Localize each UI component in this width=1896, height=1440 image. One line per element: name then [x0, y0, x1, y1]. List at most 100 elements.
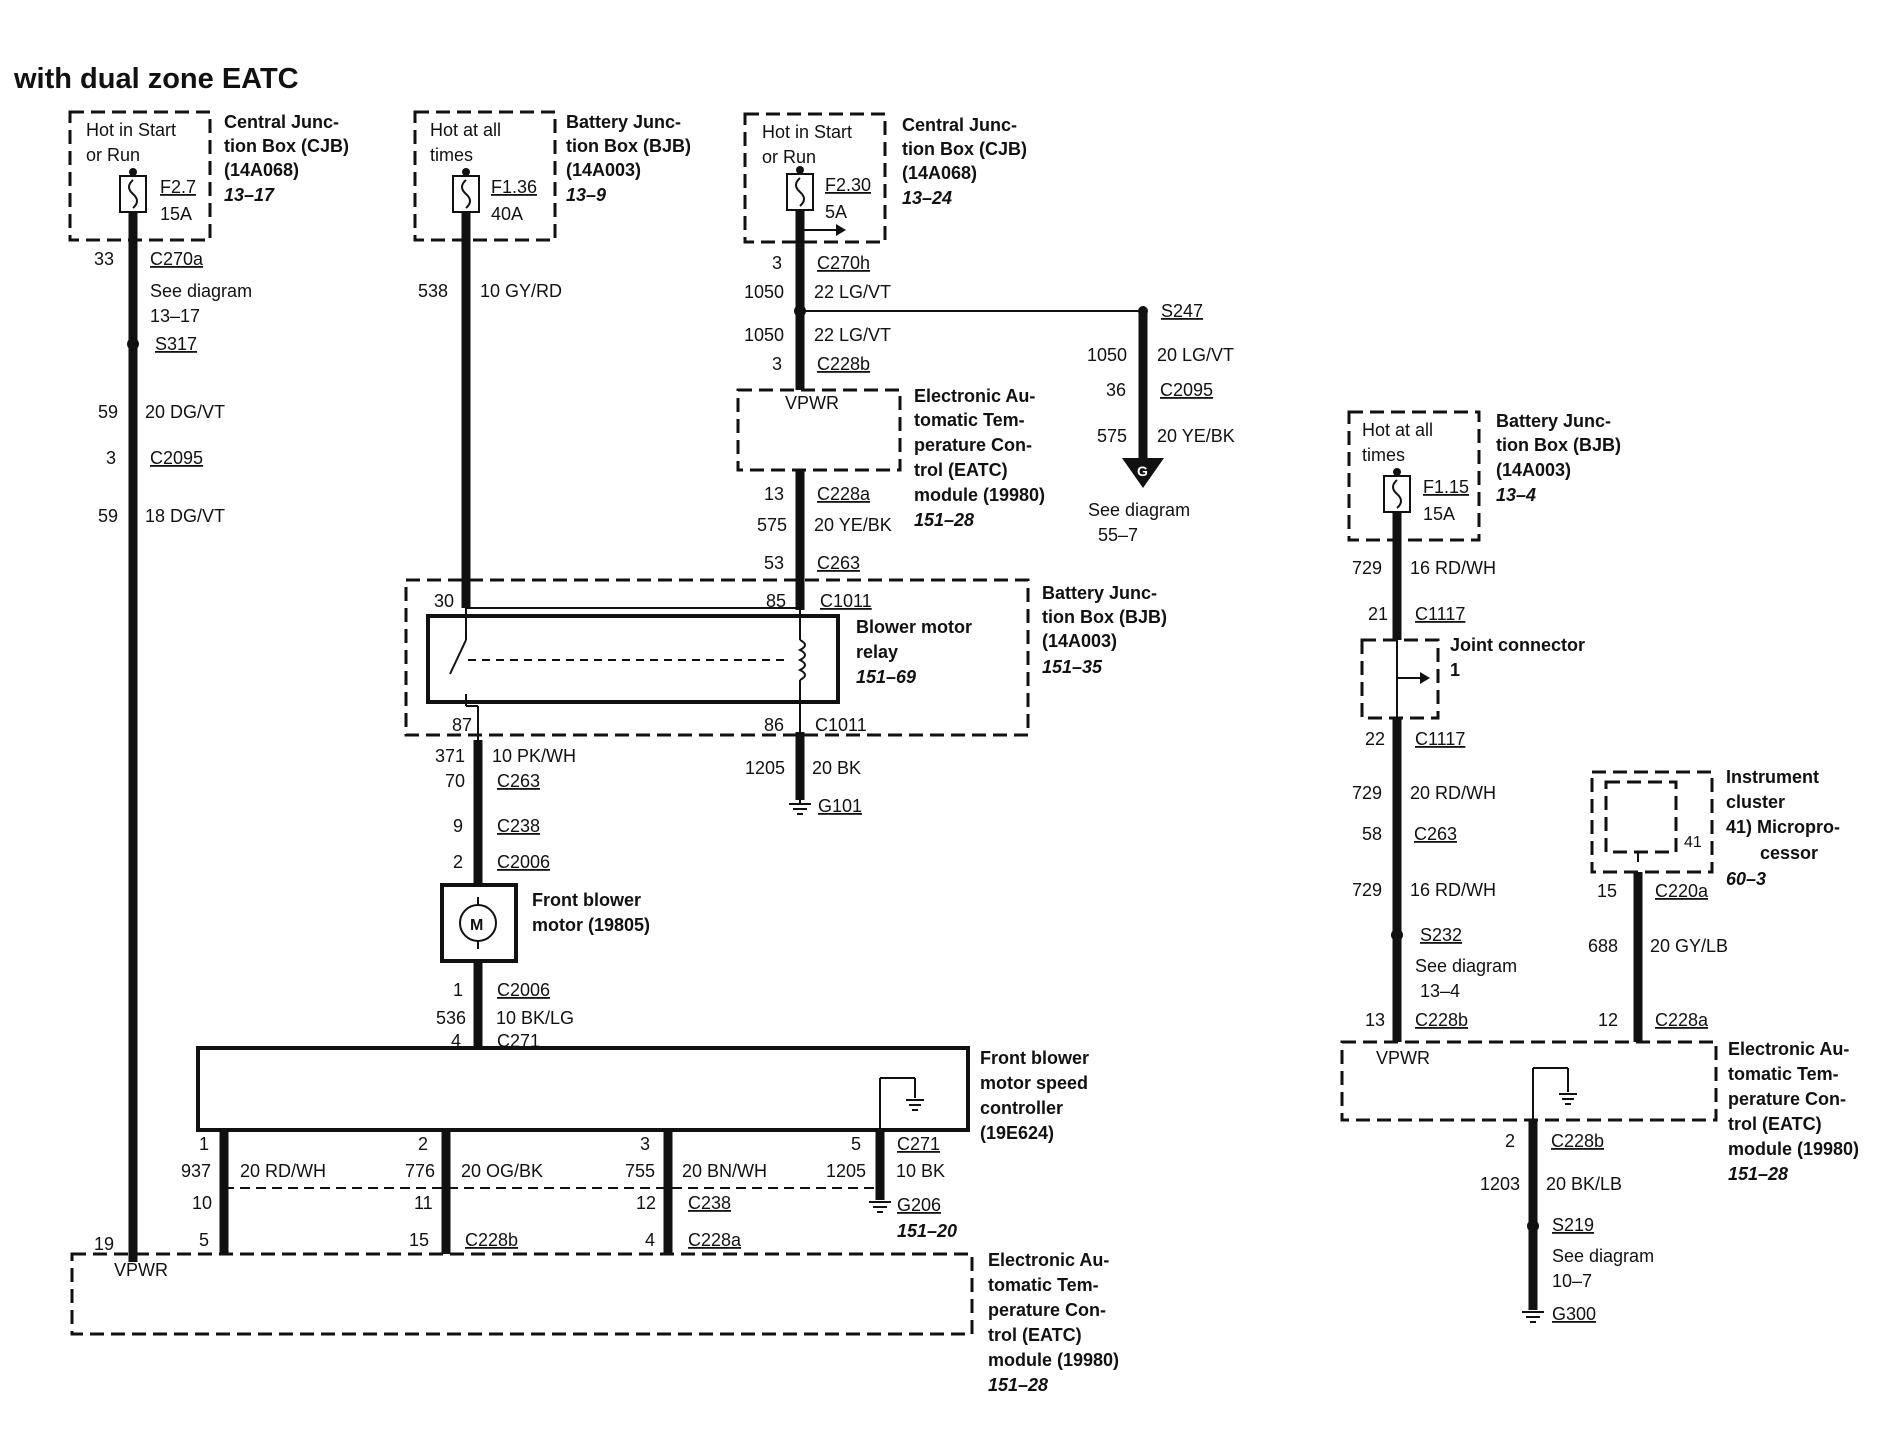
circuit-number: 937	[181, 1161, 211, 1181]
bjb-name: tion Box (BJB)	[1042, 607, 1167, 627]
wire-color: 20 RD/WH	[240, 1161, 326, 1181]
circuit-number: 59	[98, 402, 118, 422]
pin-number: 4	[645, 1230, 655, 1250]
wire-color: 16 RD/WH	[1410, 880, 1496, 900]
wire-color: 10 BK	[896, 1161, 945, 1181]
circuit-number: 59	[98, 506, 118, 526]
fuse-box-name: (14A003)	[1496, 460, 1571, 480]
connector-c1117: C1117	[1415, 604, 1465, 624]
module-name: Electronic Au-	[988, 1250, 1109, 1270]
bjb-box-outline	[1347, 410, 1481, 542]
module-name: trol (EATC)	[988, 1325, 1082, 1345]
power-condition: Hot at all	[1362, 420, 1433, 440]
wire-color: 20 LG/VT	[1157, 345, 1234, 365]
relay-coil-icon	[797, 639, 806, 681]
cjb-box-outline	[68, 110, 212, 242]
controller-name: (19E624)	[980, 1123, 1054, 1143]
pin-number: 1	[199, 1134, 209, 1154]
circuit-number: 729	[1352, 783, 1382, 803]
arrow-label: G	[1137, 463, 1148, 479]
blower-relay-group: 30 85 C1011 87 86 C1011 Blower motor rel…	[404, 578, 1167, 740]
module-name: Electronic Au-	[914, 386, 1035, 406]
pin-number: 3	[772, 253, 782, 273]
fuse-box-name: (14A003)	[566, 160, 641, 180]
module-name: module (19980)	[914, 485, 1045, 505]
pin-number: 10	[192, 1193, 212, 1213]
module-name: tomatic Tem-	[914, 410, 1025, 430]
module-name: trol (EATC)	[914, 460, 1008, 480]
pin-number: 5	[851, 1134, 861, 1154]
arrow-icon	[836, 224, 846, 236]
left-circuit-labels: 33 C270a See diagram 13–17 S317 59 20 DG…	[94, 249, 252, 1254]
fuse-f1-36-group: Hot at all times F1.36 40A Battery Junc-…	[413, 110, 691, 242]
ground-g206-group: G206 151–20	[869, 1195, 957, 1241]
controller-name: motor speed	[980, 1073, 1088, 1093]
connector-c2095: C2095	[150, 448, 203, 468]
circuit-number: 1050	[1087, 345, 1127, 365]
pin-number: 2	[418, 1134, 428, 1154]
connector-c1117: C1117	[1415, 729, 1465, 749]
pin-number: 15	[409, 1230, 429, 1250]
pin-number: 36	[1106, 380, 1126, 400]
relay-ref: 151–69	[856, 667, 916, 687]
module-name: module (19980)	[1728, 1139, 1859, 1159]
cjb-box-outline	[743, 112, 887, 244]
splice-dot	[1391, 929, 1403, 941]
motor-name: Front blower	[532, 890, 641, 910]
fuse-box-name: tion Box (CJB)	[902, 139, 1027, 159]
pin-number: 19	[94, 1234, 114, 1254]
wire-color: 10 PK/WH	[492, 746, 576, 766]
module-outline	[70, 1252, 974, 1336]
fuse-f1-15-group: Hot at all times F1.15 15A Battery Junc-…	[1347, 410, 1621, 542]
module-pin-label: VPWR	[114, 1260, 168, 1280]
module-name: tomatic Tem-	[1728, 1064, 1839, 1084]
pin-number: 21	[1368, 604, 1388, 624]
pin-number: 1	[453, 980, 463, 1000]
connector-c270a: C270a	[150, 249, 204, 269]
pin-number: 15	[1597, 881, 1617, 901]
power-condition: Hot in Start	[86, 120, 176, 140]
fuse-box-ref: 13–17	[224, 185, 275, 205]
see-diagram-text: See diagram	[1552, 1246, 1654, 1266]
wire-color: 18 DG/VT	[145, 506, 225, 526]
connector-c228b: C228b	[1415, 1010, 1468, 1030]
pin-number: 3	[772, 354, 782, 374]
connector-c228a: C228a	[688, 1230, 742, 1250]
pin-number: 22	[1365, 729, 1385, 749]
pin-number: 30	[434, 591, 454, 611]
splice-s232: S232	[1420, 925, 1462, 945]
module-name: trol (EATC)	[1728, 1114, 1822, 1134]
wire-color: 10 GY/RD	[480, 281, 562, 301]
relay-name: relay	[856, 642, 898, 662]
wire-color: 20 GY/LB	[1650, 936, 1728, 956]
pin-number: 70	[445, 771, 465, 791]
bjb-name: (14A003)	[1042, 631, 1117, 651]
cluster-name: cessor	[1760, 843, 1818, 863]
power-condition: Hot at all	[430, 120, 501, 140]
connector-c228a: C228a	[817, 484, 871, 504]
connector-c238: C238	[497, 816, 540, 836]
controller-name: controller	[980, 1098, 1063, 1118]
eatc-feed-labels: 3 C270h 1050 22 LG/VT 1050 22 LG/VT 3 C2…	[744, 253, 891, 374]
pin-number: 3	[106, 448, 116, 468]
cluster-name: cluster	[1726, 792, 1785, 812]
pin-number: 58	[1362, 824, 1382, 844]
circuit-number: 536	[436, 1008, 466, 1028]
fuse-f2-30-group: Hot in Start or Run F2.30 5A Central Jun…	[743, 112, 1027, 244]
bjb-ref: 151–35	[1042, 657, 1103, 677]
connector-c228b: C228b	[465, 1230, 518, 1250]
circuit-number: 575	[757, 515, 787, 535]
right-circuit-labels: 22 C1117 729 20 RD/WH 58 C263 729 16 RD/…	[1352, 729, 1517, 1030]
fuse-rating: 5A	[825, 202, 847, 222]
wire-color: 20 BN/WH	[682, 1161, 767, 1181]
connector-c2006: C2006	[497, 852, 550, 872]
fuse-id: F2.30	[825, 175, 871, 195]
module-ref: 151–28	[914, 510, 974, 530]
pin-number: 2	[1505, 1131, 1515, 1151]
pin-number: 87	[452, 715, 472, 735]
fuse-box-name: Central Junc-	[902, 115, 1017, 135]
fuse-box-name: (14A068)	[224, 160, 299, 180]
fuse-id: F1.15	[1423, 477, 1469, 497]
module-ref: 151–28	[988, 1375, 1048, 1395]
wire-color: 20 YE/BK	[1157, 426, 1235, 446]
